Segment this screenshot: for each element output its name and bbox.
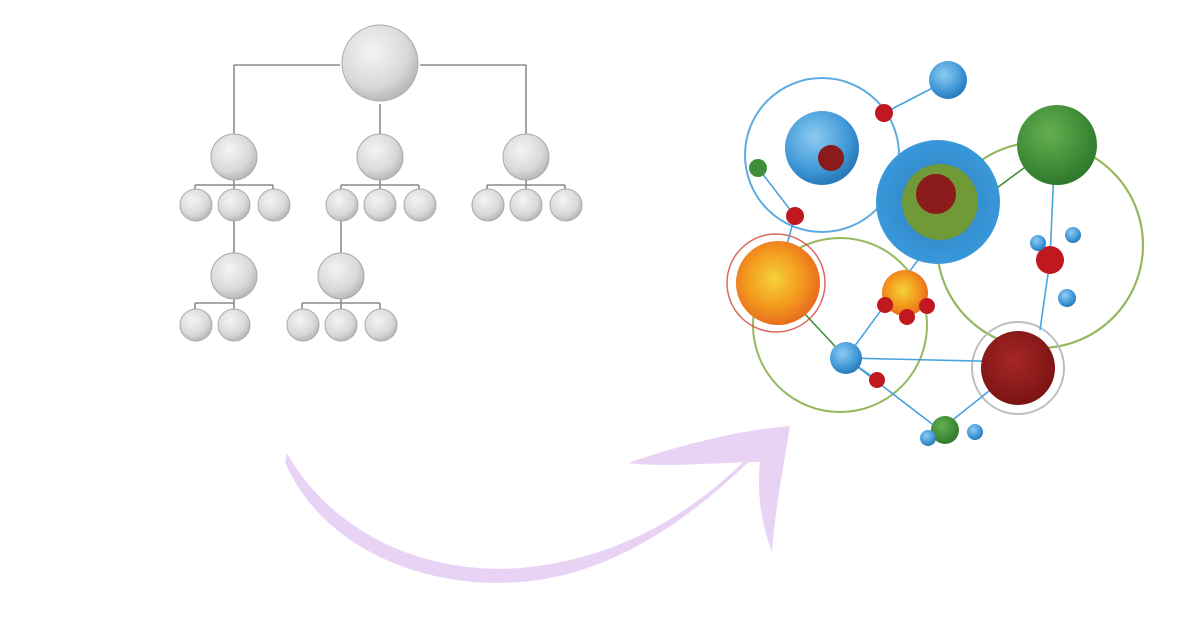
small-red-node [877, 297, 893, 313]
tree-node [502, 133, 550, 181]
network-graph [726, 61, 1145, 446]
tree-node [356, 133, 404, 181]
tree-leaf-node [217, 308, 251, 342]
red-core [818, 145, 844, 171]
small-red-node [875, 104, 893, 122]
transformation-arrow [285, 426, 790, 583]
small-blue-node [1058, 289, 1076, 307]
red-ring [726, 233, 826, 333]
tree-leaf-node [324, 308, 358, 342]
small-red-node [899, 309, 915, 325]
tree-leaf-node [549, 188, 583, 222]
dark-red-node [981, 331, 1055, 405]
green-ring [752, 237, 928, 413]
small-green-node [749, 159, 767, 177]
small-blue-node [967, 424, 983, 440]
green-node [931, 416, 959, 444]
green-node [1017, 105, 1097, 185]
gray-ring [971, 321, 1065, 415]
tree-leaf-node [509, 188, 543, 222]
tree-leaf-node [179, 308, 213, 342]
blue-node [830, 342, 862, 374]
tree-node [210, 133, 258, 181]
tree-leaf-node [217, 188, 251, 222]
blue-node [929, 61, 967, 99]
small-blue-node [1030, 235, 1046, 251]
hierarchy-tree [179, 24, 583, 342]
tree-leaf-node [286, 308, 320, 342]
tree-leaf-node [325, 188, 359, 222]
tree-root-node [341, 24, 419, 102]
small-red-node [919, 298, 935, 314]
small-red-node [869, 372, 885, 388]
tree-leaf-node [179, 188, 213, 222]
small-red-node [786, 207, 804, 225]
small-blue-node [1065, 227, 1081, 243]
tree-leaf-node [471, 188, 505, 222]
small-red-node [1036, 246, 1064, 274]
tree-leaf-node [364, 308, 398, 342]
orange-node [736, 241, 820, 325]
network-edge [757, 167, 796, 217]
orange-node [882, 270, 928, 316]
arrow-head [628, 426, 790, 552]
tree-node [210, 252, 258, 300]
tree-leaf-node [403, 188, 437, 222]
tree-leaf-node [363, 188, 397, 222]
blue-node [785, 111, 859, 185]
tree-leaf-node [257, 188, 291, 222]
red-core [916, 174, 956, 214]
tree-node [317, 252, 365, 300]
small-blue-node [920, 430, 936, 446]
